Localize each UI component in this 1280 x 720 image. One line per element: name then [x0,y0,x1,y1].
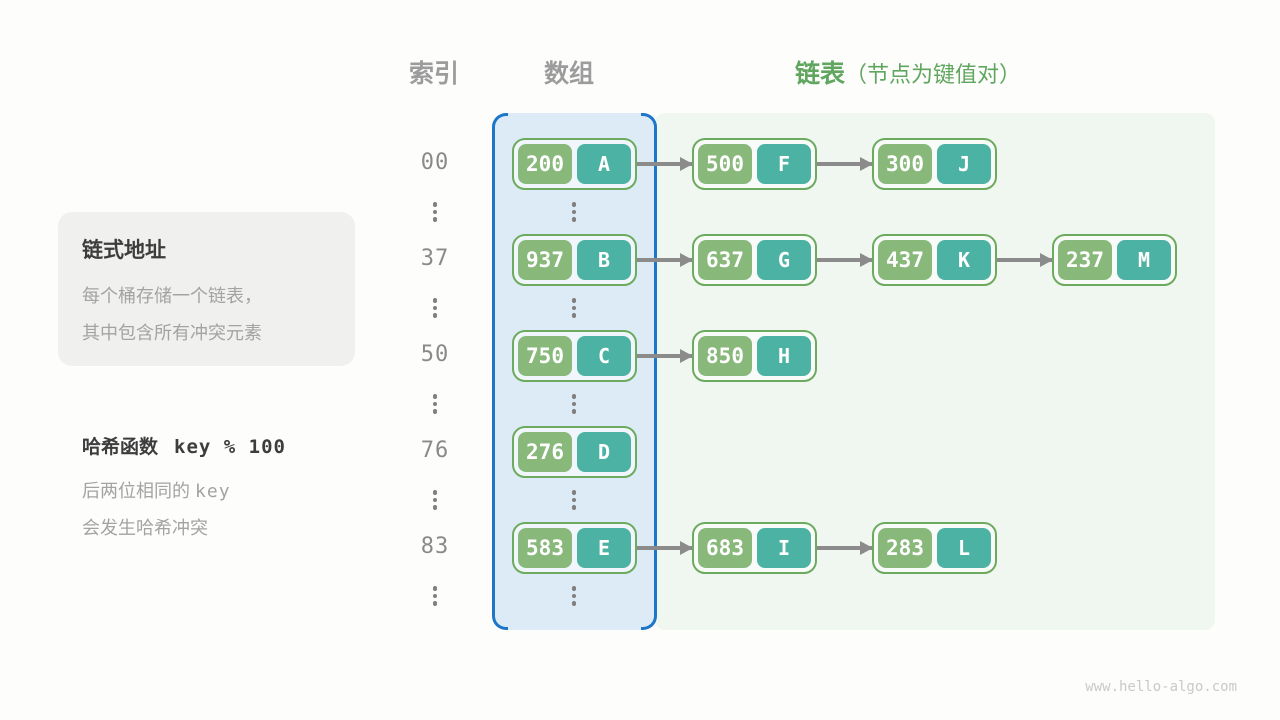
ellipsis-icon [571,298,577,318]
node-value: C [577,336,631,376]
info-box-line: 其中包含所有冲突元素 [82,323,262,343]
node-key: 300 [878,144,932,184]
arrow-right-icon [817,258,872,262]
node-key: 850 [698,336,752,376]
node-key: 276 [518,432,572,472]
node-key: 283 [878,528,932,568]
node-value: D [577,432,631,472]
node-value: F [757,144,811,184]
index-label-50: 50 [420,342,450,367]
hash-note-line: 会发生哈希冲突 [82,518,208,538]
bracket-icon [492,113,508,630]
ellipsis-icon [571,490,577,510]
arrow-right-icon [637,354,692,358]
arrow-right-icon [637,258,692,262]
node-value: L [937,528,991,568]
node-value: E [577,528,631,568]
ellipsis-icon [571,586,577,606]
node-key: 637 [698,240,752,280]
node-value: G [757,240,811,280]
index-label-00: 00 [420,150,450,175]
info-box-title: 链式地址 [82,239,166,262]
list-header-label: 链表 [795,60,846,88]
index-column-header: 索引 [408,60,459,88]
node-key: 237 [1058,240,1112,280]
ellipsis-icon [432,586,438,606]
arrow-right-icon [817,546,872,550]
hash-formula: key % 100 [174,436,286,458]
ellipsis-icon [432,394,438,414]
info-box-line: 每个桶存储一个链表， [82,286,262,306]
hash-function-note: 哈希函数 key % 100 后两位相同的 key 会发生哈希冲突 [82,432,286,547]
node-value: B [577,240,631,280]
ellipsis-icon [571,202,577,222]
ellipsis-icon [432,490,438,510]
node-key: 683 [698,528,752,568]
node-value: A [577,144,631,184]
node-value: H [757,336,811,376]
node-key: 583 [518,528,572,568]
array-column-header: 数组 [543,60,594,88]
node-value: I [757,528,811,568]
hash-note-line: 后两位相同的 key [82,481,231,502]
node-value: M [1117,240,1171,280]
arrow-right-icon [997,258,1052,262]
node-value: K [937,240,991,280]
hash-note-title: 哈希函数 [82,437,159,458]
site-watermark: www.hello-algo.com [1085,679,1237,695]
index-label-37: 37 [420,246,450,271]
index-label-76: 76 [420,438,450,463]
chaining-info-box: 链式地址 每个桶存储一个链表， 其中包含所有冲突元素 [58,212,355,366]
node-key: 750 [518,336,572,376]
list-column-header: 链表（节点为键值对） [795,54,1021,90]
arrow-right-icon [637,546,692,550]
node-value: J [937,144,991,184]
bracket-icon [641,113,657,630]
node-key: 500 [698,144,752,184]
node-key: 437 [878,240,932,280]
list-header-note: （节点为键值对） [845,62,1022,87]
node-key: 937 [518,240,572,280]
ellipsis-icon [571,394,577,414]
arrow-right-icon [637,162,692,166]
arrow-right-icon [817,162,872,166]
ellipsis-icon [432,202,438,222]
node-key: 200 [518,144,572,184]
key-token: key [195,481,231,502]
ellipsis-icon [432,298,438,318]
index-label-83: 83 [420,534,450,559]
